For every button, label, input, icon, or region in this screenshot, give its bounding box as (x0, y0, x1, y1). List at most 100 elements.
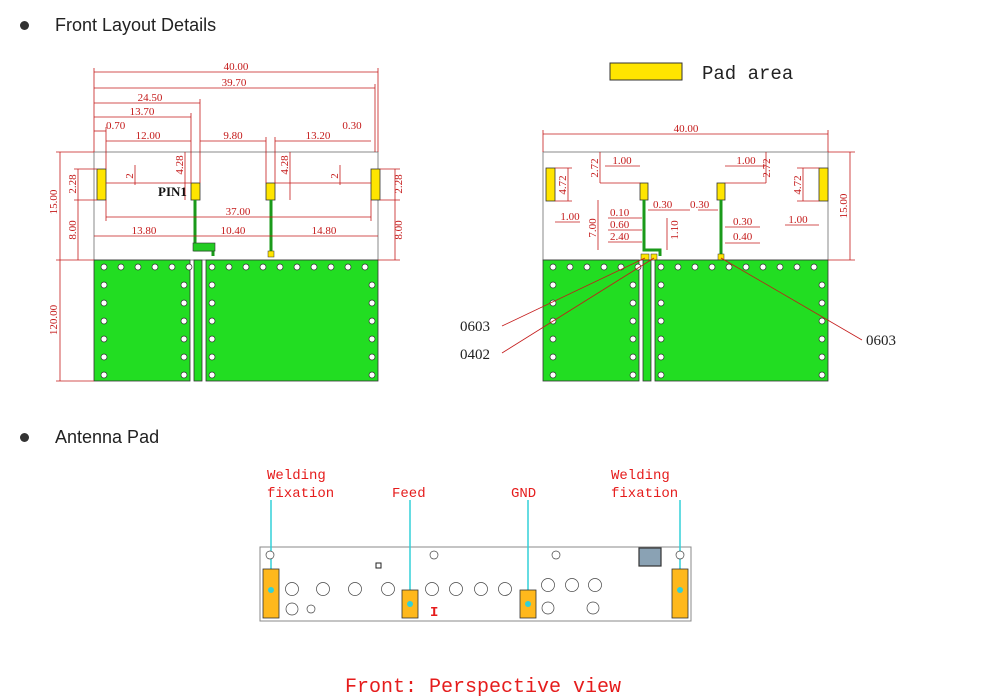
via-hole (180, 335, 188, 343)
via-hole (818, 353, 826, 361)
via-hole (425, 582, 439, 596)
via-hole (168, 263, 176, 271)
dim-label: 0.60 (610, 219, 630, 231)
pointer-dot (525, 601, 531, 607)
dim-label: 1.00 (560, 211, 580, 223)
dim-label: 10.40 (221, 225, 246, 237)
feed-trace (642, 200, 662, 256)
via-hole (549, 263, 557, 271)
via-hole (225, 263, 233, 271)
via-hole (776, 263, 784, 271)
dim-label: 12.00 (136, 130, 161, 142)
via-hole (208, 335, 216, 343)
mounting-holes (265, 550, 685, 616)
dim-label: 13.70 (130, 106, 155, 118)
dim-label: 39.70 (222, 77, 247, 89)
via-hole (429, 550, 439, 560)
via-hole (674, 263, 682, 271)
antenna-board-outline (542, 151, 829, 261)
dim-label: 2 (329, 173, 341, 179)
bullet-icon (20, 21, 29, 30)
welding-pad-left (262, 568, 280, 619)
via-hole (810, 263, 818, 271)
pcb-feed-strip (193, 259, 203, 382)
via-hole (348, 582, 362, 596)
via-hole (100, 353, 108, 361)
via-hole (793, 263, 801, 271)
dim-label: 37.00 (226, 206, 251, 218)
pad-feed (639, 182, 649, 201)
dim-label: 0.30 (342, 120, 362, 132)
dim-label: 0.30 (690, 199, 710, 211)
via-hole (285, 602, 299, 616)
via-hole (565, 578, 579, 592)
via-hole (180, 371, 188, 379)
via-hole (151, 263, 159, 271)
via-hole (449, 582, 463, 596)
leader-line (501, 257, 655, 354)
via-hole (629, 299, 637, 307)
via-hole (293, 263, 301, 271)
via-hole (583, 263, 591, 271)
dimension-lines (56, 68, 400, 382)
right-layout-diagram: 40.00 4.72 2.72 1.00 1.00 2.72 4.72 15.0… (460, 123, 896, 382)
via-holes (549, 263, 826, 379)
dim-label: 1.00 (788, 214, 808, 226)
via-hole (588, 578, 602, 592)
via-hole (100, 299, 108, 307)
feed-label: Feed (392, 486, 426, 502)
dim-label: 4.28 (279, 155, 291, 175)
pcb-ground-left (542, 259, 640, 382)
via-hole (725, 263, 733, 271)
via-hole (818, 317, 826, 325)
dim-label: 24.50 (138, 92, 163, 104)
via-hole (549, 281, 557, 289)
via-hole (368, 371, 376, 379)
via-hole (818, 281, 826, 289)
via-hole (134, 263, 142, 271)
via-hole (117, 263, 125, 271)
via-hole (368, 281, 376, 289)
via-hole (208, 263, 216, 271)
pcb-ground-right (654, 259, 829, 382)
left-layout-diagram: 40.00 39.70 24.50 13.70 0.70 12.00 9.80 … (48, 61, 405, 382)
bullet-icon (20, 433, 29, 442)
via-hole (549, 353, 557, 361)
dim-label: 2.72 (761, 158, 773, 177)
dim-label: 9.80 (223, 130, 243, 142)
welding-label: fixation (267, 486, 334, 502)
via-hole (208, 353, 216, 361)
dim-label: 15.00 (838, 193, 850, 218)
component-0402 (650, 253, 658, 261)
via-hole (100, 263, 108, 271)
gnd-label: GND (511, 486, 536, 502)
pad-pin1 (190, 182, 201, 201)
via-hole (310, 263, 318, 271)
via-hole (498, 582, 512, 596)
via-hole (657, 263, 665, 271)
pad-area-swatch (609, 62, 683, 81)
component-label: 0603 (866, 333, 896, 349)
via-hole (208, 317, 216, 325)
via-hole (265, 550, 275, 560)
dim-label: 1.00 (612, 155, 632, 167)
pointer-dot (407, 601, 413, 607)
via-hole (306, 604, 316, 614)
via-hole (100, 317, 108, 325)
via-hole (285, 582, 299, 596)
via-hole (629, 317, 637, 325)
pointer-dot (268, 587, 274, 593)
antenna-pad-board (259, 546, 692, 622)
welding-label: Welding (611, 468, 670, 484)
dim-label: 4.28 (174, 155, 186, 175)
dim-label: 13.20 (306, 130, 331, 142)
via-hole (368, 299, 376, 307)
welding-label: fixation (611, 486, 678, 502)
pin1-label: PIN1 (158, 184, 187, 199)
via-hole (208, 281, 216, 289)
via-hole (259, 263, 267, 271)
via-hole (276, 263, 284, 271)
via-hole (541, 601, 555, 615)
via-hole (629, 353, 637, 361)
